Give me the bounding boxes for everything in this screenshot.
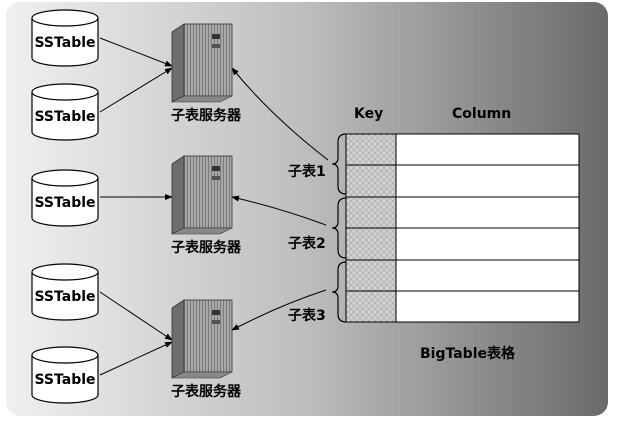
- tablet2-brace: [331, 197, 347, 259]
- sstable-2: SSTable: [31, 83, 99, 141]
- tablet1-brace: [331, 133, 347, 195]
- tablet-server-2: 子表服务器: [171, 155, 242, 256]
- server-label: 子表服务器: [171, 239, 242, 256]
- tablet-label-3: 子表3: [288, 307, 326, 324]
- server-icon: [171, 155, 233, 235]
- server-icon: [171, 23, 233, 103]
- bigtable-grid: [345, 133, 580, 323]
- server-icon: [171, 299, 233, 379]
- tablet-label-1: 子表1: [288, 163, 326, 180]
- tablet-braces: [331, 133, 347, 323]
- tablet-server-1: 子表服务器: [171, 23, 242, 124]
- tablet-label-2: 子表2: [288, 235, 326, 252]
- connector-sstable4-server3: [99, 291, 173, 341]
- key-header: Key: [354, 106, 383, 122]
- connector-tablet1-server1: [231, 67, 329, 161]
- sstable-label: SSTable: [34, 35, 95, 51]
- sstable-3: SSTable: [31, 169, 99, 227]
- tablet-connectors: [231, 67, 329, 331]
- sstable-label: SSTable: [34, 195, 95, 211]
- server-label: 子表服务器: [171, 383, 242, 400]
- connector-sstable2-server1: [99, 67, 173, 113]
- server-label: 子表服务器: [171, 107, 242, 124]
- sstable-connectors: [99, 37, 173, 376]
- connector-tablet3-server3: [231, 289, 327, 331]
- row-dividers: [346, 164, 579, 292]
- tablet-server-3: 子表服务器: [171, 299, 242, 400]
- sstable-1: SSTable: [31, 9, 99, 67]
- column-header: Column: [452, 106, 511, 122]
- connector-tablet2-server2: [231, 195, 327, 226]
- sstable-label: SSTable: [34, 289, 95, 305]
- connector-sstable1-server1: [99, 37, 173, 67]
- sstable-4: SSTable: [31, 263, 99, 321]
- sstable-5: SSTable: [31, 346, 99, 404]
- tablet3-brace: [331, 261, 347, 323]
- table-caption: BigTable表格: [420, 345, 516, 362]
- connector-sstable5-server3: [99, 341, 173, 376]
- sstable-label: SSTable: [34, 372, 95, 388]
- sstable-label: SSTable: [34, 109, 95, 125]
